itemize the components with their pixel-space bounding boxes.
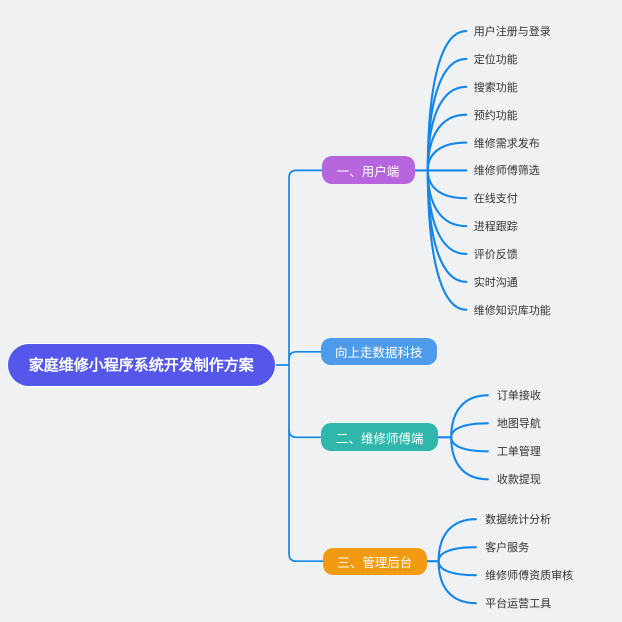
- root-node[interactable]: 家庭维修小程序系统开发制作方案: [7, 343, 276, 387]
- leaf-label[interactable]: 订单接收: [496, 390, 541, 403]
- branch-node-4[interactable]: 三、管理后台: [322, 547, 427, 575]
- leaf-label[interactable]: 平台运营工具: [485, 598, 552, 611]
- leaf-label[interactable]: 维修知识库功能: [473, 304, 551, 317]
- leaf-label[interactable]: 数据统计分析: [485, 514, 552, 527]
- leaf-label[interactable]: 定位功能: [473, 53, 518, 66]
- leaf-label[interactable]: 地图导航: [496, 418, 541, 431]
- branch-node-2[interactable]: 向上走数据科技: [320, 338, 437, 366]
- leaf-label[interactable]: 用户注册与登录: [473, 26, 551, 39]
- leaf-label[interactable]: 在线支付: [473, 193, 518, 206]
- leaf-label[interactable]: 收款提现: [496, 474, 541, 487]
- leaf-label[interactable]: 评价反馈: [473, 248, 518, 261]
- branch-node-1[interactable]: 一、用户端: [321, 156, 415, 185]
- leaf-label[interactable]: 维修师傅资质审核: [485, 570, 574, 583]
- branch-node-3[interactable]: 二、维修师傅端: [321, 423, 439, 452]
- leaf-label[interactable]: 预约功能: [473, 109, 518, 122]
- leaf-label[interactable]: 客户服务: [485, 542, 530, 555]
- leaf-label[interactable]: 维修师傅筛选: [473, 165, 540, 178]
- leaf-label[interactable]: 工单管理: [496, 446, 541, 459]
- leaf-label[interactable]: 搜索功能: [473, 81, 518, 94]
- leaf-label[interactable]: 维修需求发布: [473, 137, 540, 150]
- leaf-label[interactable]: 实时沟通: [473, 276, 518, 289]
- leaf-label[interactable]: 进程跟踪: [473, 221, 518, 234]
